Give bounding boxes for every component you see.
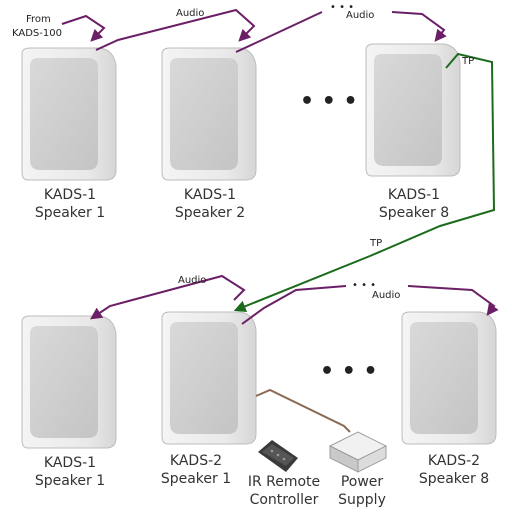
source-label-line1: From [26,14,51,25]
ir-remote-label: Controller [250,492,319,508]
speaker-icon [21,315,117,449]
ir-remote-icon [258,440,298,472]
speaker-ellipsis-bottom: • • • [320,359,378,384]
audio-cable-b2b [407,285,499,316]
audio-label-top-1: Audio [176,8,204,19]
speaker-icon [161,47,257,181]
speaker-name: Speaker 8 [419,471,489,487]
power-supply-label: Power [341,474,384,490]
speaker-name: Speaker 2 [175,205,245,221]
speaker-model: KADS-2 [170,453,222,469]
ir-cable [255,388,351,433]
speaker-name: Speaker 1 [35,205,105,221]
speaker-name: Speaker 8 [379,205,449,221]
power-supply-icon [328,431,388,473]
tp-label-top: TP [461,56,474,67]
audio-cable-2b [391,11,447,42]
power-supply-label: Supply [338,492,386,508]
speaker-icon [161,311,257,445]
speaker-icon [365,43,461,177]
speaker-ellipsis-top: • • • [300,89,358,114]
speaker-model: KADS-1 [184,187,236,203]
tp-link-label: TP [369,238,382,249]
audio-label-bottom-2: Audio [372,290,400,301]
speaker-name: Speaker 1 [161,471,231,487]
wire-ellipsis-bottom: • • • [352,280,376,291]
speaker-name: Speaker 1 [35,473,105,489]
source-label-line2: KADS-100 [12,28,62,39]
tp-cable [233,52,496,312]
speaker-model: KADS-2 [428,453,480,469]
audio-cable-b2a [241,285,347,325]
audio-label-top-2: Audio [346,10,374,21]
audio-label-bottom-1: Audio [178,275,206,286]
ir-remote-label: IR Remote [248,474,320,490]
audio-cable-2a [235,11,323,53]
wire-ellipsis-top: • • • [330,2,354,13]
audio-cable-b1 [90,274,246,320]
speaker-icon [401,311,497,445]
speaker-model: KADS-1 [44,187,96,203]
audio-cable-1 [95,8,256,51]
speaker-model: KADS-1 [388,187,440,203]
speaker-model: KADS-1 [44,455,96,471]
audio-cable-source [61,14,106,42]
speaker-icon [21,47,117,181]
